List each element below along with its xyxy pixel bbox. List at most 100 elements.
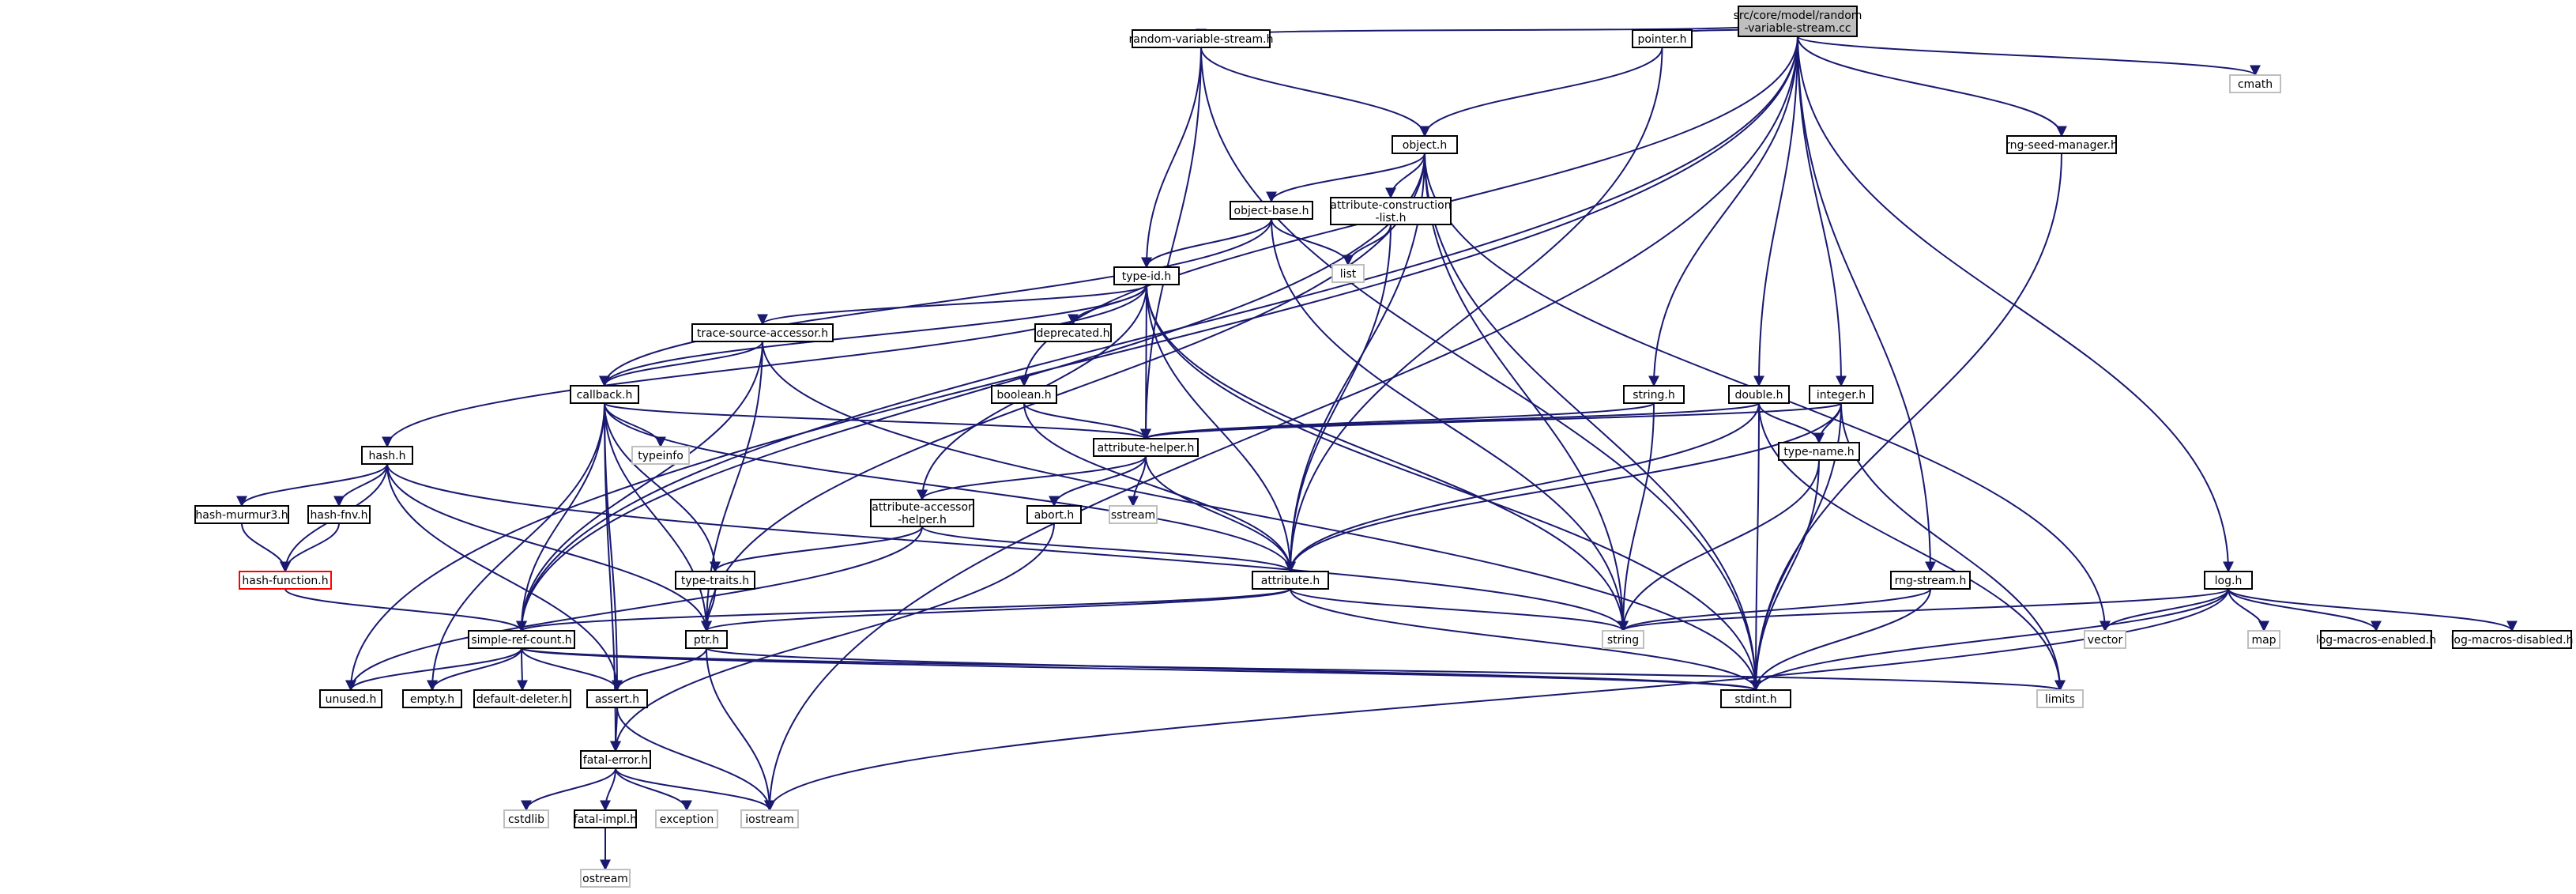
node-attrcons[interactable]: attribute-construction-list.h (1330, 197, 1452, 225)
node-objbase[interactable]: object-base.h (1230, 201, 1313, 220)
node-hash[interactable]: hash.h (361, 446, 413, 465)
node-label-limits: limits (2045, 693, 2075, 706)
node-label-rngseed: rng-seed-manager.h (2005, 139, 2118, 152)
node-object[interactable]: object.h (1392, 135, 1458, 154)
node-murmur[interactable]: hash-murmur3.h (194, 505, 289, 524)
node-box-unused (319, 689, 382, 708)
edge-rvsh-to-typeid (1141, 47, 1202, 269)
edge-pointer-to-attribute (1285, 47, 1663, 573)
node-label-hash: hash.h (369, 450, 406, 462)
node-unused[interactable]: unused.h (319, 689, 382, 708)
node-label-callback: callback.h (577, 389, 633, 402)
edge-rngstream-to-stdint (1750, 588, 1931, 692)
node-ptr[interactable]: ptr.h (685, 630, 728, 649)
node-log[interactable]: log.h (2204, 571, 2253, 590)
node-doubleh[interactable]: double.h (1728, 385, 1790, 404)
node-label-vector: vector (2088, 634, 2123, 647)
edge-log-to-string (1618, 588, 2229, 632)
node-integer[interactable]: integer.h (1809, 385, 1874, 404)
node-dd[interactable]: default-deleter.h (473, 689, 571, 708)
edge-hash-to-ptr (386, 463, 712, 632)
edge-objbase-to-typeid (1141, 218, 1272, 269)
node-map[interactable]: map (2247, 630, 2280, 649)
edge-callback-to-ptr (604, 402, 712, 632)
node-iostream[interactable]: iostream (740, 809, 799, 828)
node-label-integer: integer.h (1817, 389, 1866, 402)
edge-object-to-string (1424, 153, 1629, 632)
node-label-deprecated: deprecated.h (1036, 327, 1109, 340)
edge-aah-to-unused (345, 526, 923, 692)
node-box-log (2204, 571, 2253, 590)
node-label-log: log.h (2215, 575, 2243, 587)
edge-typename-to-stdint (1750, 459, 1820, 692)
node-typetraits[interactable]: type-traits.h (675, 571, 755, 590)
node-rvsh[interactable]: random-variable-stream.h (1129, 29, 1274, 48)
node-label-murmur: hash-murmur3.h (195, 509, 288, 522)
node-hashfn[interactable]: hash-function.h (239, 571, 332, 590)
edge-ptr-to-stdint (706, 647, 1761, 692)
node-box-ostream (580, 869, 631, 888)
node-typeid[interactable]: type-id.h (1113, 266, 1180, 285)
node-sstream[interactable]: sstream (1109, 505, 1158, 524)
node-boolean[interactable]: boolean.h (991, 385, 1057, 404)
node-ostream[interactable]: ostream (580, 869, 631, 888)
node-tsa[interactable]: trace-source-accessor.h (691, 323, 834, 342)
node-vector[interactable]: vector (2084, 630, 2126, 649)
node-box-typeid (1113, 266, 1180, 285)
node-box-callback (570, 385, 639, 404)
node-lmd[interactable]: log-macros-disabled.h (2451, 630, 2574, 649)
node-typeinfo[interactable]: typeinfo (631, 446, 690, 465)
node-stringh[interactable]: string.h (1623, 385, 1685, 404)
node-attribute[interactable]: attribute.h (1252, 571, 1329, 590)
node-box-assert (586, 689, 648, 708)
node-cmath[interactable]: cmath (2229, 74, 2281, 93)
node-limits[interactable]: limits (2036, 689, 2084, 708)
edge-boolean-to-attribute (1023, 402, 1296, 573)
node-label-attrhelper: attribute-helper.h (1098, 442, 1195, 455)
edge-attrhelper-to-aah (917, 455, 1147, 501)
node-root[interactable]: src/core/model/random-variable-stream.cc (1734, 6, 1862, 37)
node-cstdlib[interactable]: cstdlib (503, 809, 549, 828)
node-aah[interactable]: attribute-accessor-helper.h (870, 499, 974, 527)
node-pointer[interactable]: pointer.h (1632, 29, 1693, 48)
node-box-map (2247, 630, 2280, 649)
node-label-typeinfo: typeinfo (638, 450, 684, 462)
node-fnv[interactable]: hash-fnv.h (307, 505, 371, 524)
node-label-boolean: boolean.h (996, 389, 1051, 402)
edge-abort-to-fatalerror (610, 522, 1055, 753)
node-box-stringh (1623, 385, 1685, 404)
node-src[interactable]: simple-ref-count.h (468, 630, 575, 649)
edge-attribute-to-stdint (1290, 588, 1761, 692)
node-empty[interactable]: empty.h (402, 689, 462, 708)
node-box-cstdlib (503, 809, 549, 828)
edge-aah-to-typetraits (710, 526, 923, 573)
node-attrhelper[interactable]: attribute-helper.h (1093, 438, 1199, 457)
node-stdint[interactable]: stdint.h (1720, 689, 1791, 708)
node-rngseed[interactable]: rng-seed-manager.h (2005, 135, 2118, 154)
node-abort[interactable]: abort.h (1026, 505, 1082, 524)
node-box-doubleh (1728, 385, 1790, 404)
edge-typeid-to-attribute (1146, 284, 1296, 573)
node-assert[interactable]: assert.h (586, 689, 648, 708)
node-label-sstream: sstream (1111, 509, 1155, 522)
node-box-tsa (691, 323, 834, 342)
edge-fatalerror-to-cstdlib (521, 768, 616, 812)
edge-callback-to-attribute (604, 402, 1296, 573)
node-label-string: string (1607, 634, 1639, 647)
node-label-fnv: hash-fnv.h (311, 509, 368, 522)
node-fatalerror[interactable]: fatal-error.h (580, 750, 651, 769)
node-rngstream[interactable]: rng-stream.h (1890, 571, 1971, 590)
edge-root-to-log (1797, 36, 2234, 573)
node-fatalimpl[interactable]: fatal-impl.h (574, 809, 637, 828)
node-exception[interactable]: exception (655, 809, 718, 828)
node-box-typename (1778, 442, 1860, 461)
node-deprecated[interactable]: deprecated.h (1034, 323, 1112, 342)
node-lme[interactable]: log-macros-enabled.h (2316, 630, 2436, 649)
node-box-stdint (1720, 689, 1791, 708)
node-callback[interactable]: callback.h (570, 385, 639, 404)
node-label-hashfn: hash-function.h (242, 575, 328, 587)
node-typename[interactable]: type-name.h (1778, 442, 1860, 461)
edge-src-to-limits (521, 647, 2065, 692)
node-list[interactable]: list (1331, 264, 1365, 283)
node-string[interactable]: string (1602, 630, 1644, 649)
